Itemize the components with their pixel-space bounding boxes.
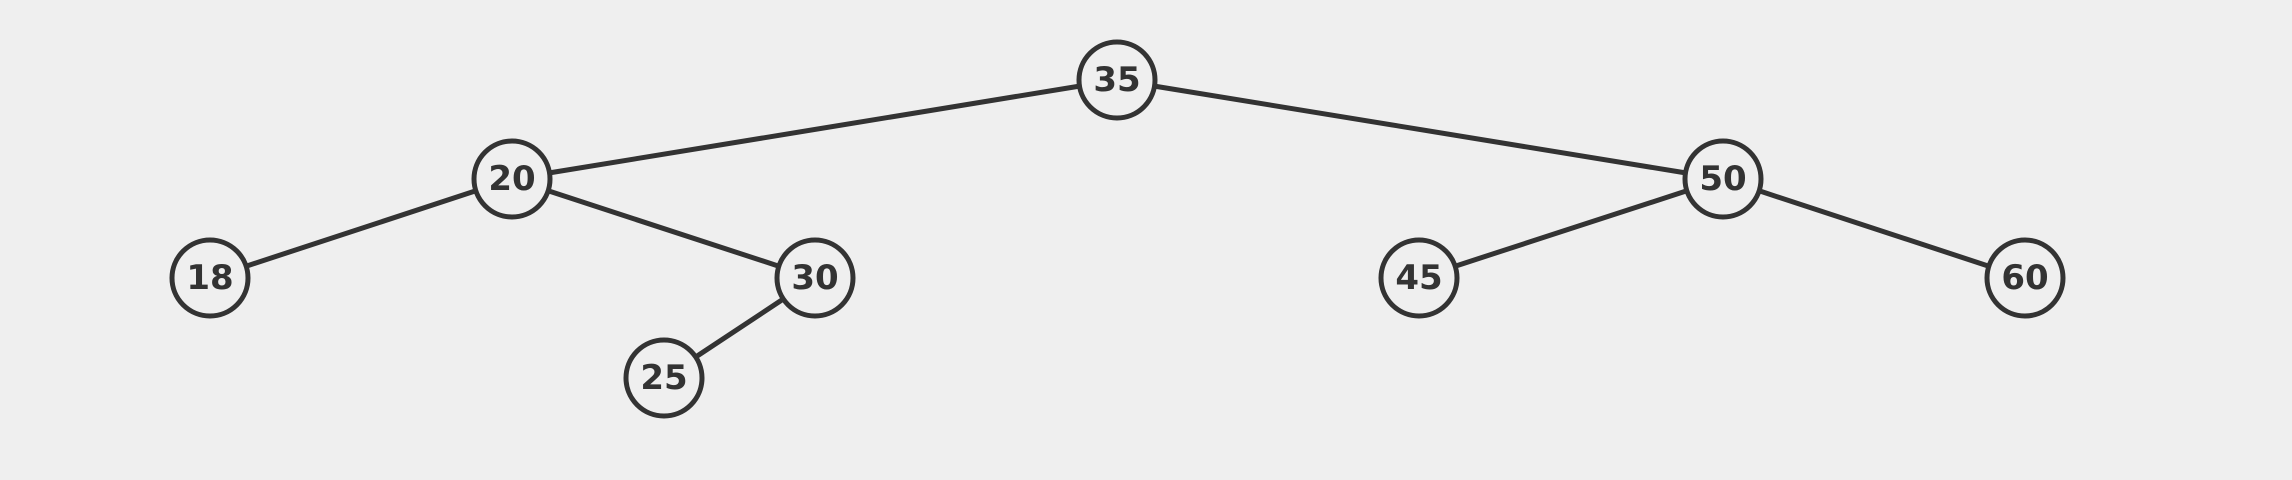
node-circle bbox=[1378, 237, 1460, 319]
node-circle bbox=[1682, 138, 1764, 220]
node-circle bbox=[169, 237, 251, 319]
edge-50-45 bbox=[1452, 188, 1690, 269]
node-circle bbox=[1984, 237, 2066, 319]
edge-20-30 bbox=[545, 188, 782, 269]
node-label: 60 bbox=[2001, 258, 2048, 298]
tree-edges bbox=[243, 83, 1992, 360]
node-label: 50 bbox=[1699, 159, 1746, 199]
edge-30-25 bbox=[693, 296, 786, 360]
node-label: 25 bbox=[640, 358, 687, 398]
tree-node-30: 30 bbox=[774, 237, 856, 319]
node-label: 20 bbox=[488, 159, 535, 199]
node-label: 35 bbox=[1093, 60, 1140, 100]
node-label: 45 bbox=[1395, 258, 1442, 298]
node-circle bbox=[1076, 39, 1158, 121]
tree-node-35: 35 bbox=[1076, 39, 1158, 121]
edge-35-50 bbox=[1152, 83, 1688, 176]
edge-35-20 bbox=[547, 83, 1082, 176]
tree-node-45: 45 bbox=[1378, 237, 1460, 319]
node-circle bbox=[774, 237, 856, 319]
tree-node-25: 25 bbox=[623, 337, 705, 419]
node-circle bbox=[623, 337, 705, 419]
edge-50-60 bbox=[1756, 188, 1992, 269]
node-label: 18 bbox=[186, 258, 233, 298]
node-label: 30 bbox=[791, 258, 838, 298]
tree-node-20: 20 bbox=[471, 138, 553, 220]
tree-node-50: 50 bbox=[1682, 138, 1764, 220]
tree-node-60: 60 bbox=[1984, 237, 2066, 319]
edge-20-18 bbox=[243, 188, 479, 269]
tree-node-18: 18 bbox=[169, 237, 251, 319]
tree-nodes: 35 20 50 18 30 45 60 25 bbox=[169, 39, 2066, 419]
node-circle bbox=[471, 138, 553, 220]
